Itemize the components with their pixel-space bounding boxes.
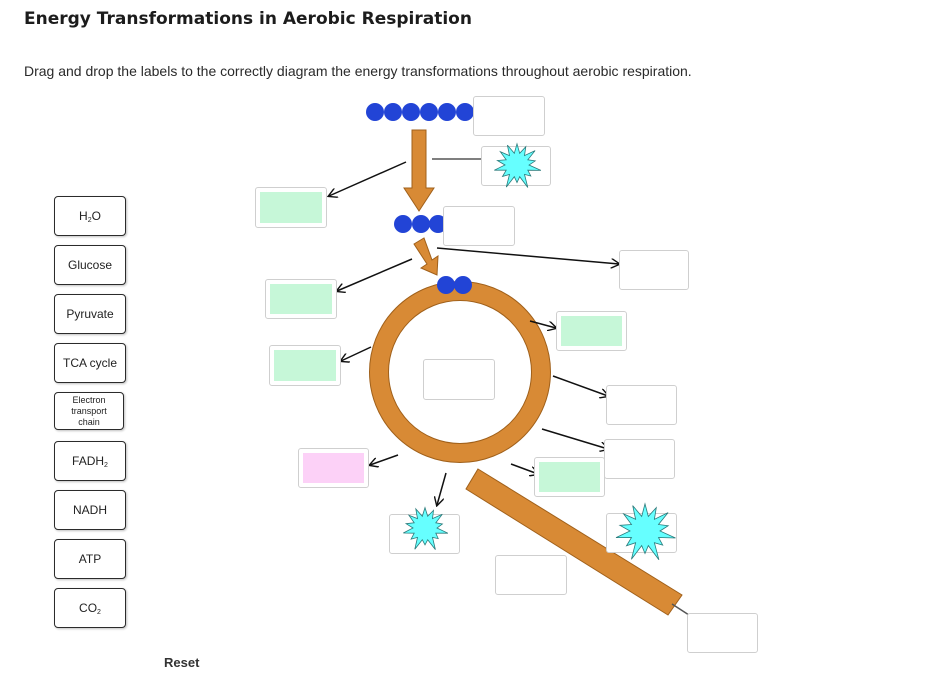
electron-transport-bar [465,468,683,616]
label-tca-cycle[interactable]: TCA cycle [54,343,126,383]
drop-zone-green-2[interactable] [265,279,337,319]
drop-zone-pink[interactable] [298,448,369,488]
label-fadh2-text: FADH2 [72,453,108,469]
drop-zone-co2-1[interactable] [619,250,689,290]
label-co2[interactable]: CO2 [54,588,126,628]
label-h2o-text: H2O [79,208,101,224]
drop-zone-pyruvate[interactable] [443,206,515,246]
drop-zone-final[interactable] [687,613,758,653]
page-title: Energy Transformations in Aerobic Respir… [24,9,472,29]
drop-zone-green-1[interactable] [255,187,327,228]
drop-zone-energy-2[interactable] [389,514,460,554]
drop-zone-energy-1[interactable] [481,146,551,186]
label-fadh2[interactable]: FADH2 [54,441,126,481]
reset-button[interactable]: Reset [164,655,200,670]
drop-zone-glucose[interactable] [473,96,545,136]
drop-zone-green-3[interactable] [556,311,627,351]
label-glucose[interactable]: Glucose [54,245,126,285]
label-electron-transport-chain-text: Electron transport chain [71,394,107,427]
drop-zone-co2-2[interactable] [606,385,677,425]
link-reaction-arrow [413,237,439,276]
label-atp[interactable]: ATP [54,539,126,579]
drop-zone-green-4[interactable] [269,345,341,386]
drop-zone-tca-cycle[interactable] [423,359,495,400]
label-co2-text: CO2 [79,600,101,616]
drop-zone-etc[interactable] [495,555,567,595]
label-h2o[interactable]: H2O [54,196,126,236]
label-glucose-text: Glucose [67,258,113,272]
transformation-arrows [329,159,709,628]
label-nadh-text: NADH [72,503,107,517]
instructions: Drag and drop the labels to the correctl… [24,63,692,79]
label-pyruvate-text: Pyruvate [66,307,114,321]
label-tca-cycle-text: TCA cycle [62,356,117,370]
label-pyruvate[interactable]: Pyruvate [54,294,126,334]
glycolysis-pathway-arrow [403,129,435,212]
pyruvate-molecule-icon [394,215,447,233]
label-atp-text: ATP [78,552,102,566]
label-nadh[interactable]: NADH [54,490,126,530]
drop-zone-energy-3[interactable] [606,513,677,553]
label-electron-transport-chain[interactable]: Electron transport chain [54,392,124,430]
acetyl-molecule-icon [437,276,472,294]
drop-zone-co2-3[interactable] [604,439,675,479]
drop-zone-green-5[interactable] [534,457,605,497]
glucose-molecule-icon [366,103,474,121]
